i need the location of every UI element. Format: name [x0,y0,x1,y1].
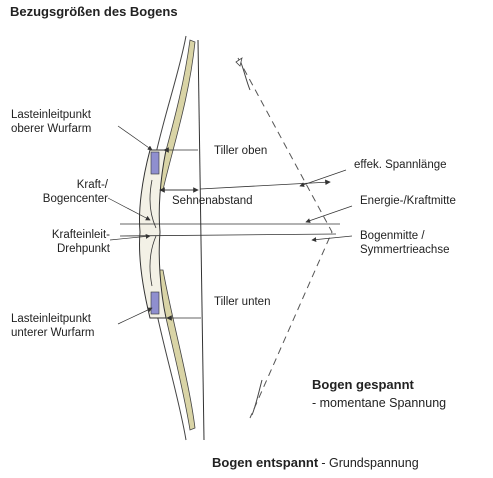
load-point-lower-marker [150,291,160,315]
legend-relaxed: Bogen entspannt - Grundspannung [212,455,419,471]
label-force-center: Kraft-/ Bogencenter [42,179,108,205]
leader-load-upper [117,125,153,151]
leader-force-center [107,197,151,221]
label-load-point-upper: Lasteinleitpunkt oberer Wurfarm [11,109,92,135]
label-bow-center: Bogenmitte / Symmertrieachse [360,230,450,256]
label-energy-center: Energie-/Kraftmitte [360,195,456,207]
relaxed-bow-string [197,39,205,441]
label-pivot-point: Krafteinleit- Drehpunkt [51,229,110,255]
load-point-upper-marker [150,151,160,175]
label-draw-length: effek. Spannlänge [354,159,447,171]
bow-center-line [119,233,337,237]
drawn-bow-string-dashed [237,57,333,419]
leader-pivot [109,233,151,241]
leader-draw-length [299,169,347,187]
leader-load-lower [117,307,153,325]
label-tiller-top: Tiller oben [214,145,268,157]
diagram-title: Bezugsgrößen des Bogens [10,4,178,19]
leader-bow-center [311,235,353,243]
draw-length-line [199,179,331,190]
legend-drawn: Bogen gespannt - momentane Spannung [312,377,447,411]
label-brace-height: Sehnenabstand [172,195,253,207]
label-load-point-lower: Lasteinleitpunkt unterer Wurfarm [11,313,95,339]
drawn-bow-dashed-limb [239,59,263,416]
drawn-bow-limb [155,269,196,431]
drawn-bow-top-tip [235,57,243,67]
bow-riser-detail [149,179,157,287]
label-tiller-bottom: Tiller unten [214,296,271,308]
leader-energy-center [305,205,353,223]
